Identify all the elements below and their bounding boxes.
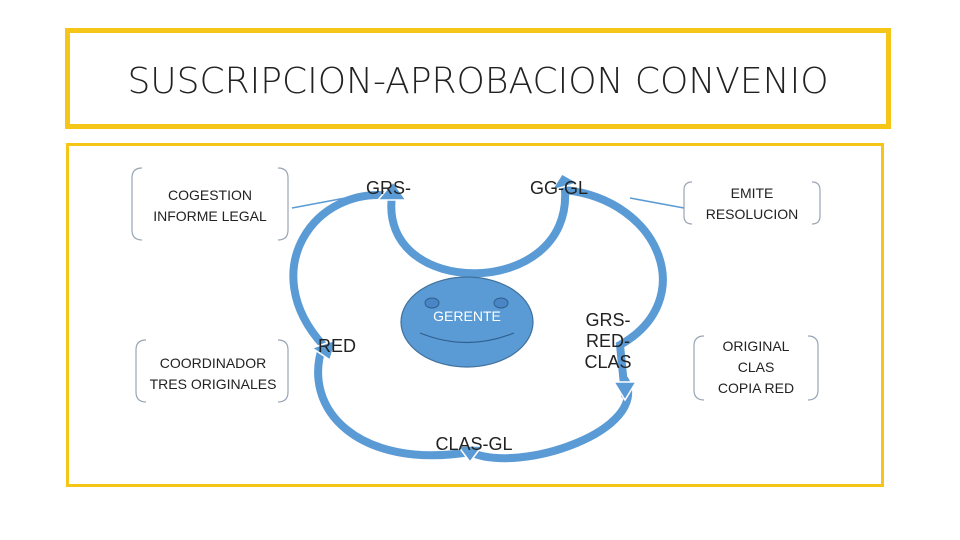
arc-left-loop [289,191,396,349]
original-line-1: ORIGINAL [722,338,790,354]
grs-red-clas-line-1: GRS- [585,310,631,330]
arrow-head-grs [376,180,408,201]
coordinador-line-1: COORDINADOR [159,355,267,371]
node-clas-gl: CLAS-GL [435,434,513,454]
arrow-head-gggl [550,172,580,192]
original-box: ORIGINAL CLAS COPIA RED [698,336,814,399]
bracket-coordinador [135,339,289,403]
emite-line-2: RESOLUCION [705,206,799,222]
coordinador-box: COORDINADOR TRES ORIGINALES [142,353,284,395]
arc-center-u [387,186,570,278]
bracket-emite [683,181,821,225]
grs-red-clas-line-2: RED- [586,331,630,351]
face-right-eye [493,297,509,309]
emite-box: EMITE RESOLUCION [688,183,816,225]
original-line-3: COPIA RED [717,380,795,396]
arc-bottom-left [314,341,474,460]
arrow-head-grs-red-clas [612,381,638,402]
face-mouth [419,332,515,344]
cogestion-box: COGESTION INFORME LEGAL [140,185,280,227]
bracket-original [693,335,819,401]
bracket-cogestion [131,167,289,241]
original-line-2: CLAS [737,359,775,375]
cogestion-line-2: INFORME LEGAL [153,208,267,224]
arrow-heads [310,172,638,464]
gerente-face [400,276,534,368]
arrow-head-red [310,338,338,362]
node-red: RED [318,336,357,356]
node-gg-gl: GG-GL [530,178,589,198]
arc-group [289,186,667,463]
gerente-label: GERENTE [433,308,501,324]
connector-emite [629,197,685,209]
emite-line-1: EMITE [730,185,774,201]
diagram-frame [66,143,884,487]
cogestion-line-1: COGESTION [167,187,252,203]
node-grs-red-clas: GRS- RED- CLAS [578,310,638,373]
arc-bottom-right [466,376,632,463]
grs-red-clas-line-3: CLAS [584,352,632,372]
node-grs: GRS- [366,178,411,198]
page-title: SUSCRIPCION-APROBACION CONVENIO [127,61,829,102]
arrow-head-clas-gl [456,445,484,464]
face-left-eye [424,297,440,309]
title-frame: SUSCRIPCION-APROBACION CONVENIO [65,28,891,129]
coordinador-line-2: TRES ORIGINALES [149,376,277,392]
arc-right-loop [561,186,667,399]
